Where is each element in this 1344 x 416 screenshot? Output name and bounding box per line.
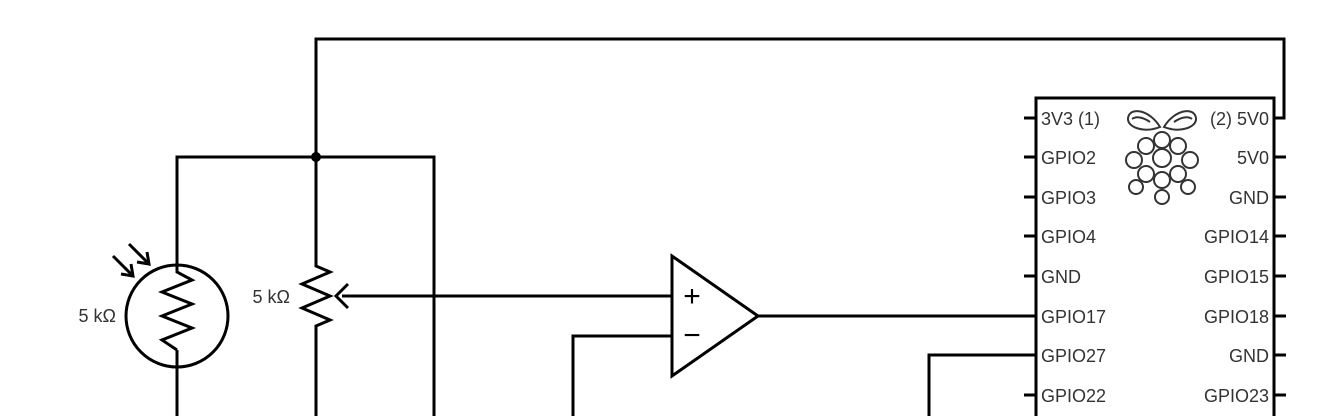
light-arrows-icon <box>111 242 151 278</box>
raspberry-pi-header: 3V3 (1) GPIO2 GPIO3 GPIO4 GND GPIO17 GPI… <box>1024 96 1286 416</box>
pin-label-left-8: GPIO22 <box>1041 386 1106 406</box>
right-pin-labels: (2) 5V0 5V0 GND GPIO14 GPIO15 GPIO18 GND… <box>1204 109 1269 406</box>
pin-label-left-4: GPIO4 <box>1041 227 1096 247</box>
pin-label-right-1: (2) 5V0 <box>1210 109 1269 129</box>
comparator-plus-label: + <box>683 280 701 313</box>
pin-label-right-8: GPIO23 <box>1204 386 1269 406</box>
pin-label-left-5: GND <box>1041 267 1081 287</box>
wire-gpio27 <box>927 353 1036 416</box>
pin-label-left-6: GPIO17 <box>1041 307 1106 327</box>
pin-label-left-7: GPIO27 <box>1041 346 1106 366</box>
wire-junction-rail <box>175 155 436 416</box>
potentiometer-value-label: 5 kΩ <box>253 287 290 307</box>
right-pin-stubs <box>1274 155 1286 397</box>
potentiometer: 5 kΩ <box>253 262 350 330</box>
raspberry-pi-logo-icon <box>1125 110 1199 205</box>
wires <box>175 37 1286 416</box>
comparator-minus-label: − <box>683 319 701 352</box>
potentiometer-wiper-arrow <box>333 282 350 310</box>
pin-label-right-5: GPIO15 <box>1204 267 1269 287</box>
photoresistor: 5 kΩ <box>79 242 230 369</box>
pin-label-left-1: 3V3 (1) <box>1041 109 1100 129</box>
potentiometer-zigzag <box>298 262 334 330</box>
wire-minus-input <box>571 334 672 416</box>
pin-label-left-2: GPIO2 <box>1041 148 1096 168</box>
raspberry-pi-body <box>1034 96 1276 416</box>
wire-junction-dot <box>311 152 321 162</box>
comparator: + − <box>670 253 761 379</box>
photoresistor-value-label: 5 kΩ <box>79 306 116 326</box>
pin-label-right-3: GND <box>1229 188 1269 208</box>
pin-label-right-7: GND <box>1229 346 1269 366</box>
wire-5v-top-rail <box>314 37 1286 157</box>
photoresistor-zigzag <box>157 262 197 352</box>
pin-label-left-3: GPIO3 <box>1041 188 1096 208</box>
pin-label-right-6: GPIO18 <box>1204 307 1269 327</box>
pin-label-right-2: 5V0 <box>1237 148 1269 168</box>
pin-label-right-4: GPIO14 <box>1204 227 1269 247</box>
left-pin-stubs <box>1024 116 1036 397</box>
comparator-triangle <box>670 253 761 379</box>
left-pin-labels: 3V3 (1) GPIO2 GPIO3 GPIO4 GND GPIO17 GPI… <box>1041 109 1106 406</box>
